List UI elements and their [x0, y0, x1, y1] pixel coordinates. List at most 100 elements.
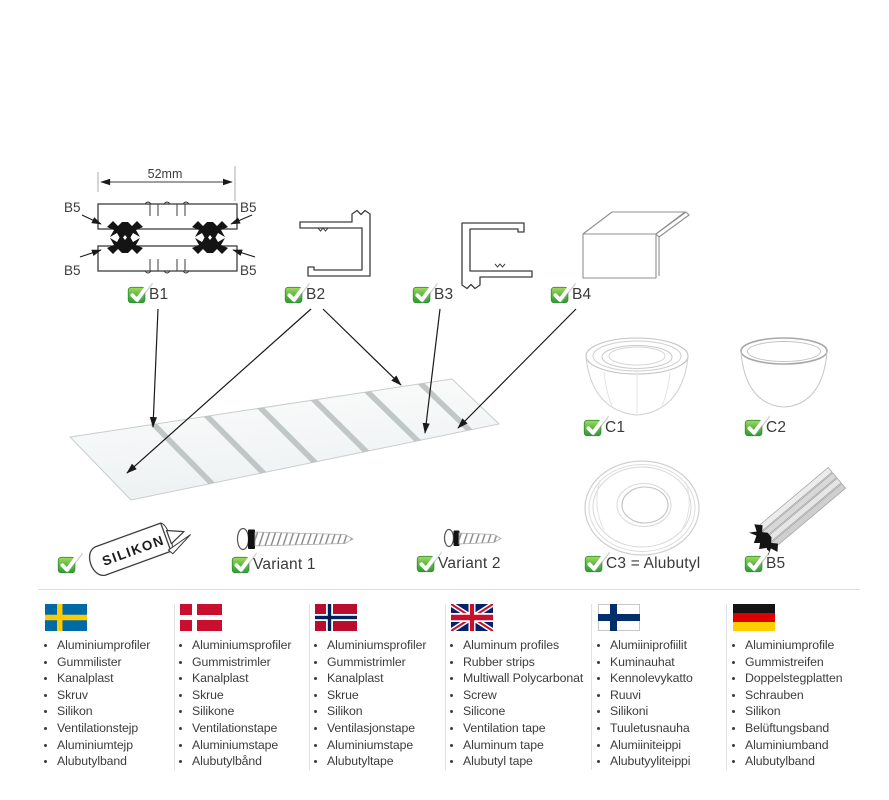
- language-column-swedish: Aluminiumprofiler Gummilister Kanalplast…: [43, 604, 181, 770]
- profile-b3-drawing: [461, 222, 533, 290]
- list-item: Gummistrimler: [192, 654, 316, 671]
- check-item-b4: B4: [549, 279, 591, 304]
- list-item: Alubutylband: [57, 753, 181, 770]
- check-item-variant1: Variant 1: [230, 549, 316, 574]
- flag-finland-icon: [598, 604, 640, 631]
- list-item: Skruv: [57, 687, 181, 704]
- list-item: Gummistreifen: [745, 654, 869, 671]
- screw-variant1-drawing: [236, 527, 354, 551]
- flag-germany-icon: [733, 604, 775, 631]
- language-column-danish: Aluminiumsprofiler Gummistrimler Kanalpl…: [178, 604, 316, 770]
- list-item: Aluminiumstape: [327, 737, 451, 754]
- check-item-silicone: [56, 549, 83, 574]
- parts-list-norwegian: Aluminiumsprofiler Gummistrimler Kanalpl…: [313, 637, 451, 770]
- list-item: Skrue: [192, 687, 316, 704]
- list-item: Silikon: [327, 703, 451, 720]
- list-item: Aluminiumsprofiler: [327, 637, 451, 654]
- list-item: Kanalplast: [192, 670, 316, 687]
- part-label-b1: B1: [149, 286, 169, 303]
- list-item: Aluminiumtejp: [57, 737, 181, 754]
- list-item: Kanalplast: [327, 670, 451, 687]
- column-divider: [309, 604, 310, 770]
- part-label-c1: C1: [605, 419, 626, 436]
- check-item-c3: C3 = Alubutyl: [583, 548, 700, 573]
- list-item: Multiwall Polycarbonat: [463, 670, 587, 687]
- list-item: Ventilationstape: [192, 720, 316, 737]
- list-item: Aluminum profiles: [463, 637, 587, 654]
- list-item: Alumiiniprofiilit: [610, 637, 734, 654]
- list-item: Doppelstegplatten: [745, 670, 869, 687]
- list-item: Ventilasjonstape: [327, 720, 451, 737]
- silicone-tube-drawing: SILIKON: [89, 522, 191, 576]
- list-item: Tuuletusnauha: [610, 720, 734, 737]
- list-item: Alubutyyliteippi: [610, 753, 734, 770]
- profile-b1-drawing: 52mm B5 B5 B5 B5: [64, 166, 257, 278]
- list-item: Silikone: [192, 703, 316, 720]
- list-item: Skrue: [327, 687, 451, 704]
- panel-drawing: [68, 378, 501, 501]
- list-item: Kennolevykatto: [610, 670, 734, 687]
- list-item: Alubutyltape: [327, 753, 451, 770]
- parts-list-english: Aluminum profiles Rubber strips Multiwal…: [449, 637, 587, 770]
- list-item: Alumiiniteippi: [610, 737, 734, 754]
- language-column-finnish: Alumiiniprofiilit Kuminauhat Kennolevyka…: [596, 604, 734, 770]
- part-label-c3: C3 = Alubutyl: [606, 555, 701, 572]
- part-label-c2: C2: [766, 419, 787, 436]
- part-label-variant2: Variant 2: [438, 555, 501, 572]
- column-divider: [445, 604, 446, 770]
- list-item: Ruuvi: [610, 687, 734, 704]
- list-item: Silicone: [463, 703, 587, 720]
- list-item: Aluminiumprofiler: [57, 637, 181, 654]
- language-column-english: Aluminum profiles Rubber strips Multiwal…: [449, 604, 587, 770]
- parts-list-danish: Aluminiumsprofiler Gummistrimler Kanalpl…: [178, 637, 316, 770]
- list-item: Schrauben: [745, 687, 869, 704]
- list-item: Silikon: [57, 703, 181, 720]
- check-item-b3: B3: [411, 279, 453, 304]
- check-item-variant2: Variant 2: [415, 548, 501, 573]
- list-item: Kanalplast: [57, 670, 181, 687]
- flag-uk-icon: [451, 604, 493, 631]
- part-label-b2: B2: [306, 286, 326, 303]
- list-item: Aluminiumprofile: [745, 637, 869, 654]
- list-item: Alubutylbånd: [192, 753, 316, 770]
- parts-list-german: Aluminiumprofile Gummistreifen Doppelste…: [731, 637, 869, 770]
- legend-separator: [38, 589, 860, 590]
- language-column-german: Aluminiumprofile Gummistreifen Doppelste…: [731, 604, 869, 770]
- part-label-variant1: Variant 1: [253, 556, 316, 573]
- corner-piece-b4-drawing: [582, 211, 690, 279]
- b5-callout-bottom-left: B5: [64, 263, 81, 278]
- b5-callout-top-right: B5: [240, 200, 257, 215]
- check-item-b5: B5: [743, 548, 785, 573]
- parts-list-finnish: Alumiiniprofiilit Kuminauhat Kennolevyka…: [596, 637, 734, 770]
- dimension-label: 52mm: [148, 167, 183, 181]
- column-divider: [591, 604, 592, 770]
- flag-norway-icon: [315, 604, 357, 631]
- roll-c3-drawing: [584, 460, 700, 556]
- list-item: Aluminiumband: [745, 737, 869, 754]
- list-item: Aluminiumstape: [192, 737, 316, 754]
- part-label-b5: B5: [766, 555, 786, 572]
- check-item-c2: C2: [743, 412, 786, 437]
- part-label-b3: B3: [434, 286, 454, 303]
- list-item: Ventilationstejp: [57, 720, 181, 737]
- check-item-b2: B2: [283, 279, 325, 304]
- flag-denmark-icon: [180, 604, 222, 631]
- profile-b2-drawing: [299, 209, 371, 277]
- cap-c1-drawing: [585, 337, 689, 416]
- rubber-strip-b5-drawing: [744, 467, 847, 560]
- part-label-b4: B4: [572, 286, 592, 303]
- b5-callout-top-left: B5: [64, 200, 81, 215]
- flag-sweden-icon: [45, 604, 87, 631]
- list-item: Screw: [463, 687, 587, 704]
- list-item: Belüftungsband: [745, 720, 869, 737]
- check-item-b1: B1: [126, 279, 168, 304]
- screw-variant2-drawing: [443, 528, 502, 548]
- list-item: Silikoni: [610, 703, 734, 720]
- language-column-norwegian: Aluminiumsprofiler Gummistrimler Kanalpl…: [313, 604, 451, 770]
- check-icon: [56, 549, 83, 574]
- list-item: Aluminiumsprofiler: [192, 637, 316, 654]
- check-item-c1: C1: [582, 412, 625, 437]
- list-item: Ventilation tape: [463, 720, 587, 737]
